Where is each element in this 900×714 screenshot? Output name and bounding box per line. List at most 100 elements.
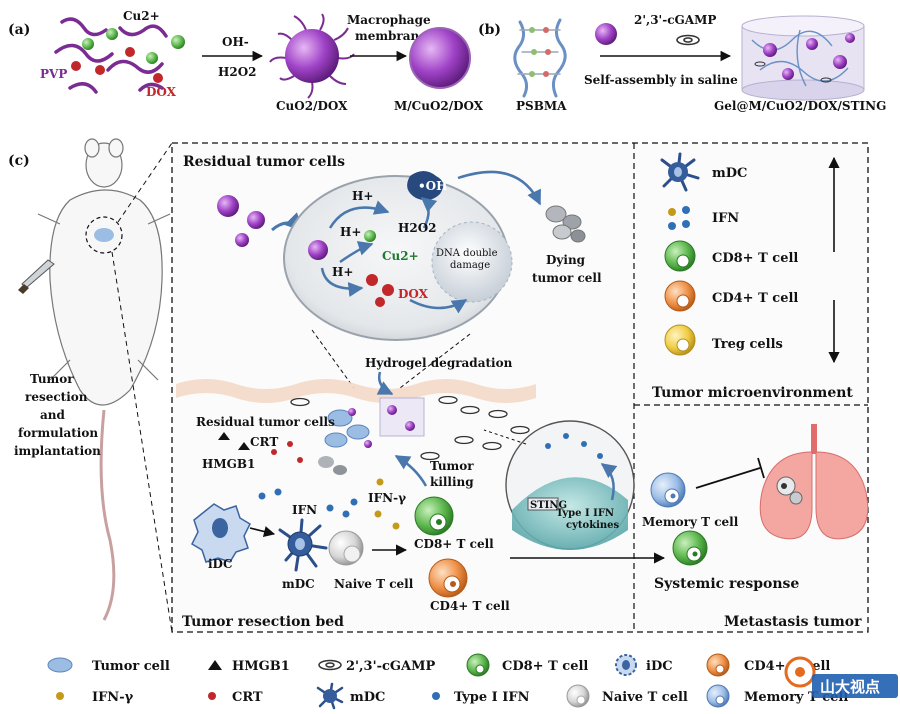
sting-cell-zoom: [505, 420, 635, 550]
watermark-text: 山大视点: [820, 678, 880, 696]
mouse-illustration: [37, 138, 171, 621]
arrow-b-top: 2',3'-cGAMP: [634, 13, 716, 27]
dox-label: DOX: [146, 85, 177, 99]
microenv-treg-icon: [664, 324, 696, 356]
cu-ion-dot: [146, 52, 158, 64]
idc-to-mdc-arrow: [249, 526, 276, 537]
zoom-cell-right: [399, 333, 471, 389]
hmgb1-marker: [218, 432, 230, 440]
sting-label: STING: [530, 500, 567, 511]
watermark-logo: 山大视点: [784, 656, 898, 698]
scalpel-icon: [18, 259, 55, 294]
crt-label: CRT: [250, 435, 278, 449]
legend: Tumor cell HMGB1 2',3'-cGAMP CD8+ T cell…: [47, 653, 848, 710]
product2-label: M/CuO2/DOX: [394, 99, 484, 113]
legend-cd8: CD8+ T cell: [502, 659, 588, 674]
microenv-cd4: CD4+ T cell: [712, 291, 798, 306]
psbma-label: PSBMA: [516, 99, 567, 113]
crt-dot: [287, 441, 293, 447]
microenv-cd8: CD8+ T cell: [712, 251, 798, 266]
mdc-label: mDC: [282, 577, 315, 591]
cd8-bed-label: CD8+ T cell: [414, 537, 494, 551]
type1-ifn-1: Type I IFN: [556, 508, 614, 519]
zoom-line-bottom: [111, 251, 173, 633]
tumor-site-icon: [94, 228, 114, 242]
mouse-caption-3: and: [40, 408, 66, 422]
psbma-chains: [513, 18, 567, 98]
cd8-legend-icon: [466, 653, 490, 677]
memory-t-label: Memory T cell: [642, 515, 739, 529]
pvp-label: PVP: [40, 67, 67, 81]
microenv-mdc-icon: [660, 152, 700, 192]
legend-cgamp: 2',3'-cGAMP: [346, 659, 435, 674]
lungs-icon: [759, 424, 869, 540]
inhibit-arrow: [695, 457, 765, 489]
legend-ifn-gamma: IFN-γ: [92, 690, 134, 705]
naive-t-label: Naive T cell: [334, 577, 414, 591]
panel-c-letter: (c): [8, 153, 30, 169]
oh-radical-label: •OH: [418, 179, 447, 193]
degradation-arrow: [376, 371, 394, 396]
pvp-chains: [54, 17, 168, 94]
ifn-gamma-label: IFN-γ: [368, 491, 406, 505]
naive-legend-icon: [566, 684, 590, 708]
ifn-dots: [258, 488, 358, 518]
nanoparticle-icon: [595, 23, 617, 45]
mouse-caption-5: implantation: [14, 444, 101, 458]
mouse-caption-4: formulation: [18, 426, 98, 440]
cu-label: Cu2+: [123, 9, 160, 23]
tissue-band: [176, 379, 536, 403]
cgamp-legend-icon: [318, 659, 342, 671]
legend-idc: iDC: [646, 659, 673, 674]
microenv-cd4-icon: [664, 280, 696, 312]
cd4-legend-icon: [706, 653, 730, 677]
dox-cell-label: DOX: [398, 287, 429, 301]
cu-ion-label: Cu2+: [382, 249, 419, 263]
legend-crt: CRT: [232, 690, 263, 705]
dox-dot: [153, 73, 163, 83]
hmgb1-label: HMGB1: [202, 457, 255, 471]
cd4-t-cell-bed: [428, 558, 468, 598]
memory-legend-icon: [706, 684, 730, 708]
legend-naive: Naive T cell: [602, 690, 688, 705]
zoom-cell-left: [311, 329, 355, 389]
idc-legend-icon: [615, 654, 637, 676]
gel-product-label: Gel@M/CuO2/DOX/STING: [714, 99, 886, 113]
tumor-killing-2: killing: [430, 475, 474, 489]
incoming-nanoparticles: [217, 195, 265, 247]
hmgb1-icon: [208, 660, 222, 670]
hydrogel-cylinder: [741, 15, 865, 101]
h2o2-label: H2O2: [398, 221, 437, 235]
h-plus-2: H+: [340, 225, 361, 239]
residual-title: Residual tumor cells: [183, 154, 345, 170]
crt-icon: [208, 692, 216, 700]
crt-dot: [271, 449, 277, 455]
panel-a: (a) Cu2+ PVP DOX OH- H2O2: [8, 9, 484, 113]
memory-t-cell-icon: [650, 472, 686, 508]
sting-zoom-line: [483, 429, 527, 445]
mouse-caption-1: Tumor: [30, 372, 74, 386]
microenv-title: Tumor microenvironment: [652, 385, 853, 401]
cd8-systemic-icon: [672, 530, 708, 566]
dying-cell-2: tumor cell: [532, 271, 602, 285]
zoom-line-top: [117, 142, 173, 223]
dox-dot: [95, 65, 105, 75]
residual-bed-label: Residual tumor cells: [196, 415, 335, 429]
hmgb1-marker: [238, 442, 250, 450]
panel-b: (b) PSBMA 2',3'-cGAMP Self-assembly in s…: [478, 13, 886, 113]
tumor-killing-1: Tumor: [430, 459, 474, 473]
arrow-a2-top2: membrane: [355, 29, 427, 43]
m-cuo2-dox-particle: [409, 27, 471, 89]
microenv-treg: Treg cells: [712, 337, 783, 352]
product1-label: CuO2/DOX: [276, 99, 348, 113]
ifn-gamma-dots: [374, 478, 400, 530]
cu-ion-dot: [82, 38, 94, 50]
naive-t-cell: [328, 530, 364, 566]
residual-tumor-cluster: [318, 408, 372, 475]
cd8-t-cell-bed: [414, 496, 454, 536]
hydrogel-degradation-label: Hydrogel degradation: [365, 356, 513, 370]
cu-ion-dot: [106, 28, 118, 40]
dox-dot: [71, 61, 81, 71]
legend-type1-ifn: Type I IFN: [454, 690, 530, 705]
